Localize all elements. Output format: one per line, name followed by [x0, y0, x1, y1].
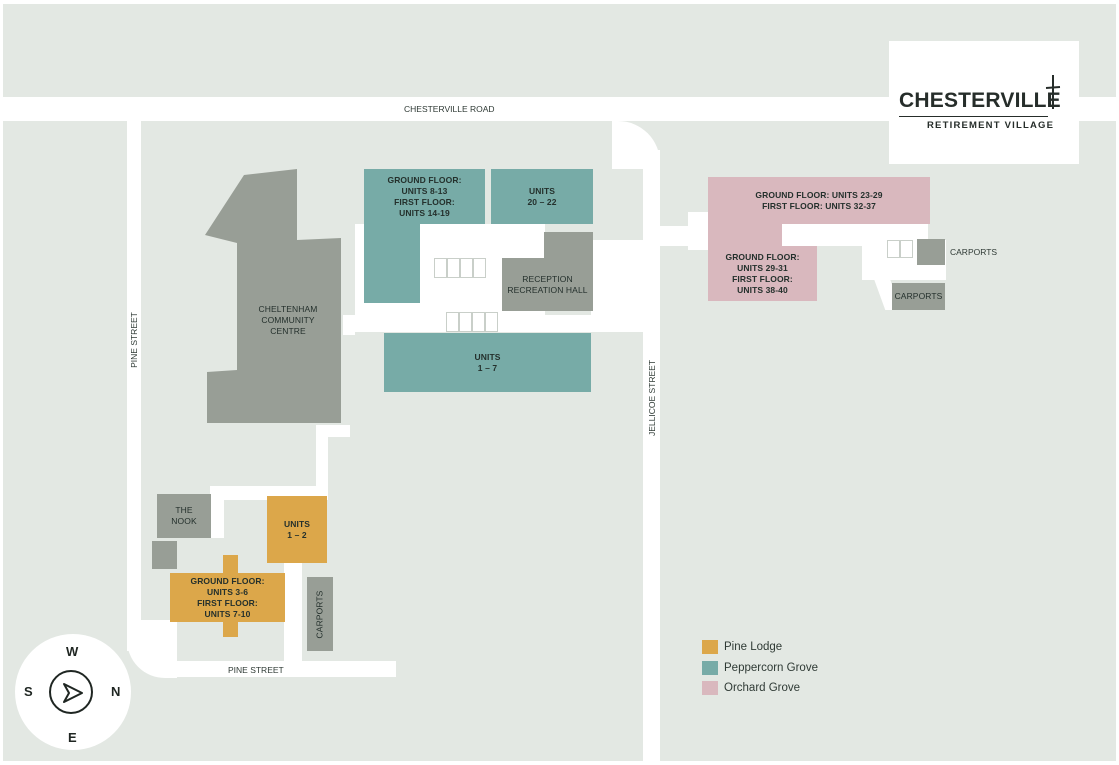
legend-item-orchard-grove: Orchard Grove — [702, 678, 818, 699]
legend-label: Pine Lodge — [724, 641, 783, 654]
pine-street-west-road — [127, 121, 141, 651]
legend: Pine Lodge Peppercorn Grove Orchard Grov… — [702, 637, 818, 699]
parking-bay — [459, 312, 472, 332]
legend-swatch — [702, 640, 718, 655]
pine-lodge-stem-bottom — [223, 620, 238, 637]
cross-icon — [1045, 75, 1061, 109]
parking-bay — [446, 312, 459, 332]
parking-bay — [900, 240, 913, 258]
orchard-units-29-40-building: GROUND FLOOR: UNITS 29-31 FIRST FLOOR: U… — [708, 246, 817, 301]
orchard-units-23-37-building: GROUND FLOOR: UNITS 23-29 FIRST FLOOR: U… — [708, 177, 930, 224]
driveway-path-pine — [210, 486, 224, 538]
legend-swatch — [702, 660, 718, 675]
pine-lodge-units-1-2-building: UNITS 1 – 2 — [267, 496, 327, 563]
carports-east-2-building: CARPORTS — [892, 283, 945, 310]
compass-inner-circle — [49, 670, 93, 714]
orchard-connector — [708, 222, 782, 248]
carports-east-1-building — [917, 239, 945, 265]
compass-arrow-icon — [63, 683, 83, 703]
compass-east-label: E — [68, 730, 77, 745]
chesterville-road-label: CHESTERVILLE ROAD — [404, 104, 495, 114]
logo-subtitle: RETIREMENT VILLAGE — [927, 120, 1055, 131]
parking-bay — [485, 312, 498, 332]
logo-rule — [899, 116, 1048, 117]
peppercorn-units-20-22-building: UNITS 20 – 22 — [491, 169, 593, 224]
legend-swatch — [702, 681, 718, 696]
carports-east-1-label: CARPORTS — [950, 247, 998, 257]
logo-name: CHESTERVILLE — [899, 89, 1061, 112]
driveway-orchard-stub — [688, 212, 708, 250]
peppercorn-units-8-19-wing — [364, 224, 420, 303]
compass-north-label: N — [111, 684, 121, 699]
driveway-pine-carport — [284, 563, 302, 661]
chesterville-logo: CHESTERVILLE RETIREMENT VILLAGE — [889, 41, 1079, 164]
parking-bay — [460, 258, 473, 278]
legend-item-peppercorn-grove: Peppercorn Grove — [702, 658, 818, 679]
reception-hall-building: RECEPTION RECREATION HALL — [502, 258, 593, 311]
compass-south-label: S — [24, 684, 33, 699]
driveway-reception-side — [591, 240, 643, 315]
legend-label: Peppercorn Grove — [724, 661, 818, 674]
parking-bay — [473, 258, 486, 278]
carports-pine-building: CARPORTS — [307, 577, 333, 651]
driveway-central-left — [343, 315, 355, 335]
community-centre-label: CHELTENHAM COMMUNITY CENTRE — [258, 304, 318, 336]
compass-west-label: W — [66, 644, 79, 659]
ground-south — [3, 121, 1116, 761]
pine-street-south-label: PINE STREET — [228, 665, 284, 675]
peppercorn-units-8-19-building: GROUND FLOOR: UNITS 8-13 FIRST FLOOR: UN… — [364, 169, 485, 224]
parking-bay — [887, 240, 900, 258]
compass: W S N E — [15, 634, 131, 750]
peppercorn-units-1-7-building: UNITS 1 – 7 — [384, 333, 591, 392]
reception-hall-top — [544, 232, 593, 258]
legend-item-pine-lodge: Pine Lodge — [702, 637, 818, 658]
pine-lodge-units-3-10-building: GROUND FLOOR: UNITS 3-6 FIRST FLOOR: UNI… — [170, 573, 285, 622]
legend-label: Orchard Grove — [724, 682, 801, 695]
driveway-path-link — [328, 425, 350, 437]
parking-bay — [447, 258, 460, 278]
small-outbuilding — [152, 541, 177, 569]
parking-bay — [434, 258, 447, 278]
parking-bay — [472, 312, 485, 332]
jellicoe-street-road — [643, 150, 660, 765]
pine-street-south-road — [160, 661, 396, 677]
driveway-path-south — [316, 425, 328, 500]
the-nook-building: THE NOOK — [157, 494, 211, 538]
pine-lodge-stem-top — [223, 555, 238, 575]
